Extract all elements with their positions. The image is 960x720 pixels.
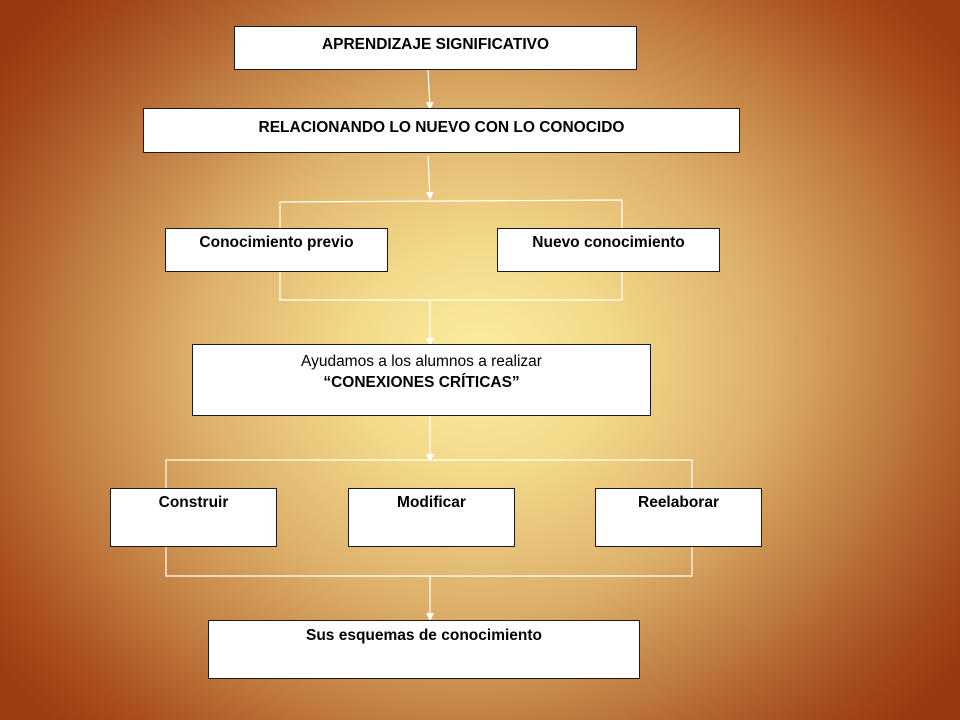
relating-text: RELACIONANDO LO NUEVO CON LO CONOCIDO	[258, 119, 625, 136]
bracket-knowledge-top	[279, 199, 623, 228]
title-box: APRENDIZAJE SIGNIFICATIVO	[234, 26, 637, 70]
connections-text-line1: Ayudamos a los alumnos a realizar	[301, 353, 542, 370]
arrow-title-to-relating	[425, 69, 434, 110]
title-text: APRENDIZAJE SIGNIFICATIVO	[321, 36, 550, 53]
connections-text-line2: “CONEXIONES CRÍTICAS”	[323, 374, 520, 391]
bracket-knowledge-bottom	[279, 272, 623, 301]
bracket-actions-top	[165, 459, 693, 488]
connections-box: Ayudamos a los alumnos a realizar “CONEX…	[192, 344, 651, 416]
new-knowledge-text: Nuevo conocimiento	[532, 234, 685, 251]
rework-text: Reelaborar	[638, 494, 719, 511]
bracket-actions-bottom	[165, 547, 693, 577]
relating-box: RELACIONANDO LO NUEVO CON LO CONOCIDO	[143, 108, 740, 153]
arrow-relating-to-knowledge	[425, 155, 434, 200]
prior-knowledge-text: Conocimiento previo	[199, 234, 354, 251]
build-text: Construir	[158, 494, 229, 511]
build-box: Construir	[110, 488, 277, 547]
modify-box: Modificar	[348, 488, 515, 547]
result-text: Sus esquemas de conocimiento	[305, 627, 542, 644]
new-knowledge-box: Nuevo conocimiento	[497, 228, 720, 272]
result-box: Sus esquemas de conocimiento	[208, 620, 640, 679]
rework-box: Reelaborar	[595, 488, 762, 547]
prior-knowledge-box: Conocimiento previo	[165, 228, 388, 272]
modify-text: Modificar	[397, 494, 466, 511]
